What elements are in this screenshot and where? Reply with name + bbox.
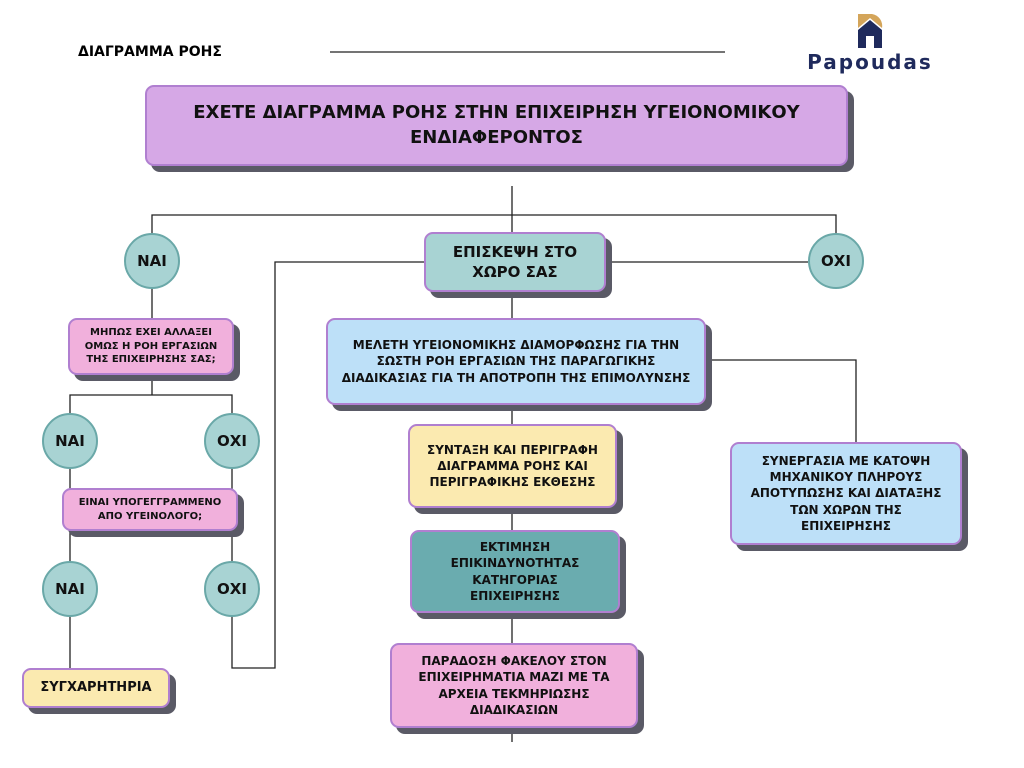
yes-circle-2: ΝΑΙ <box>42 413 98 469</box>
changed-question-box: ΜΗΠΩΣ ΕΧΕΙ ΑΛΛΑΞΕΙ ΟΜΩΣ Η ΡΟΗ ΕΡΓΑΣΙΩΝ Τ… <box>68 318 234 375</box>
signed-question-box: ΕΙΝΑΙ ΥΠΟΓΕΓΓΡΑΜΜΕΝΟ ΑΠΟ ΥΓΕΙΝΟΛΟΓΟ; <box>62 488 238 531</box>
no-circle-3: ΟΧΙ <box>204 561 260 617</box>
yes-circle-1: ΝΑΙ <box>124 233 180 289</box>
visit-box: ΕΠΙΣΚΕΨΗ ΣΤΟ ΧΩΡΟ ΣΑΣ <box>424 232 606 292</box>
delivery-box: ΠΑΡΑΔΟΣΗ ΦΑΚΕΛΟΥ ΣΤΟΝ ΕΠΙΧΕΙΡΗΜΑΤΙΑ ΜΑΖΙ… <box>390 643 638 728</box>
main-question-box: ΕΧΕΤΕ ΔΙΑΓΡΑΜΜΑ ΡΟΗΣ ΣΤΗΝ ΕΠΙΧΕΙΡΗΣΗ ΥΓΕ… <box>145 85 848 166</box>
page-title: ΔΙΑΓΡΑΜΜΑ ΡΟΗΣ <box>78 44 222 60</box>
congrats-box: ΣΥΓΧΑΡΗΤΗΡΙΑ <box>22 668 170 708</box>
no-circle-1: ΟΧΙ <box>808 233 864 289</box>
connector <box>706 359 857 442</box>
compose-box: ΣΥΝΤΑΞΗ ΚΑΙ ΠΕΡΙΓΡΑΦΗ ΔΙΑΓΡΑΜΜΑ ΡΟΗΣ ΚΑΙ… <box>408 424 617 508</box>
yes-circle-3: ΝΑΙ <box>42 561 98 617</box>
connector <box>151 214 837 233</box>
connector <box>69 394 233 413</box>
logo: Papoudas <box>805 14 935 74</box>
logo-text: Papoudas <box>807 50 933 74</box>
risk-box: ΕΚΤΙΜΗΣΗ ΕΠΙΚΙΝΔΥΝΟΤΗΤΑΣ ΚΑΤΗΓΟΡΙΑΣ ΕΠΙΧ… <box>410 530 620 613</box>
engineer-box: ΣΥΝΕΡΓΑΣΙΑ ΜΕ ΚΑΤΟΨΗ ΜΗΧΑΝΙΚΟΥ ΠΛΗΡΟΥΣ Α… <box>730 442 962 545</box>
no-circle-2: ΟΧΙ <box>204 413 260 469</box>
connector <box>231 261 424 669</box>
house-logo-icon <box>858 14 883 48</box>
study-box: ΜΕΛΕΤΗ ΥΓΕΙΟΝΟΜΙΚΗΣ ΔΙΑΜΟΡΦΩΣΗΣ ΓΙΑ ΤΗΝ … <box>326 318 706 405</box>
